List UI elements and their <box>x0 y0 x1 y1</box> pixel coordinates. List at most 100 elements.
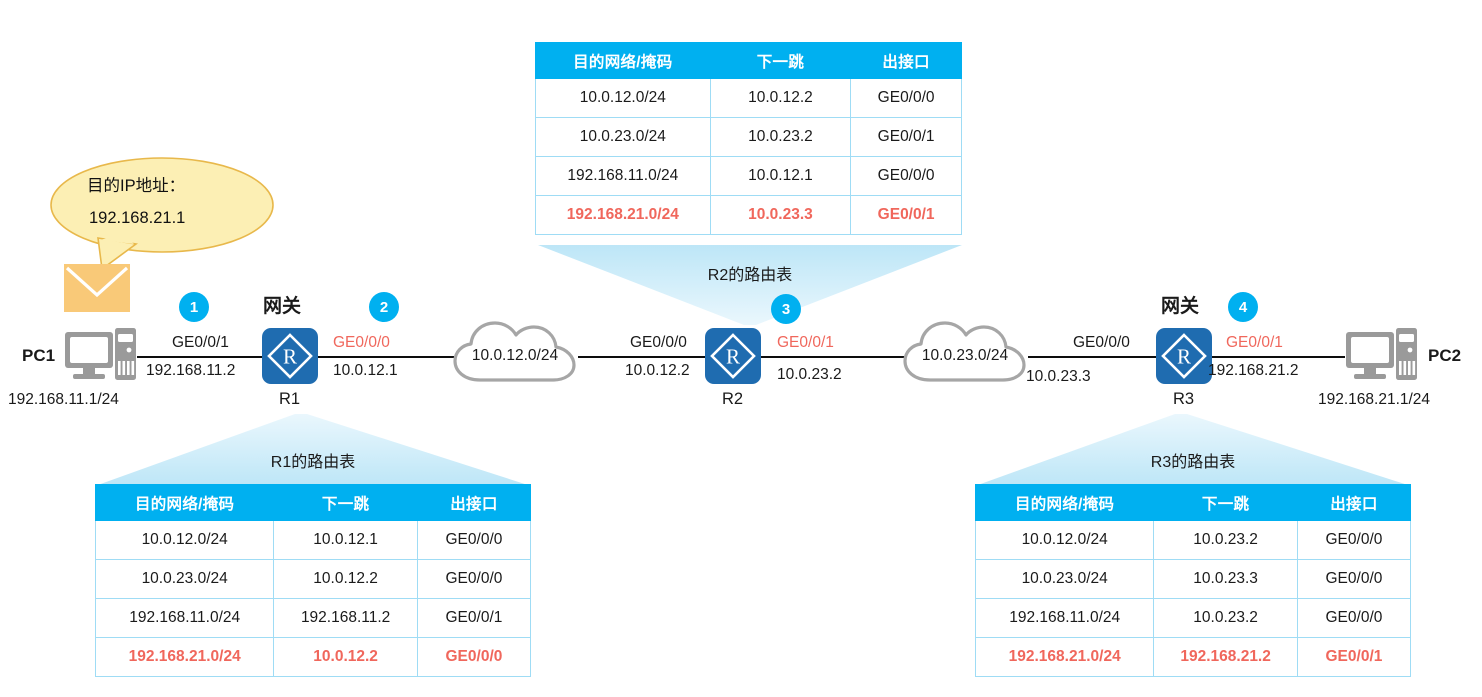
cell-interface: GE0/0/1 <box>1296 637 1412 677</box>
r3-left-ip: 10.0.23.3 <box>1026 368 1091 385</box>
callout-line1: 目的IP地址： <box>87 177 186 195</box>
table-title-r2: R2的路由表 <box>707 267 793 284</box>
cell-network: 192.168.21.0/24 <box>94 637 275 677</box>
r2-left-interface: GE0/0/0 <box>630 334 687 351</box>
table-row-highlighted: 192.168.21.0/24 192.168.21.2 GE0/0/1 <box>974 637 1412 677</box>
pc1-address: 192.168.11.1/24 <box>8 391 119 408</box>
pc2-name: PC2 <box>1428 346 1462 365</box>
cell-network: 10.0.12.0/24 <box>974 520 1155 560</box>
table-title-r1: R1的路由表 <box>270 454 356 471</box>
r2-right-interface: GE0/0/1 <box>777 334 834 351</box>
cell-network: 10.0.23.0/24 <box>974 559 1155 599</box>
link-cloud2-r3 <box>1028 356 1156 358</box>
cell-interface: GE0/0/1 <box>850 195 962 235</box>
cell-nexthop: 192.168.11.2 <box>273 598 418 638</box>
packet-envelope-icon <box>64 264 130 312</box>
cloud-icon-1 <box>450 318 580 390</box>
pc2-address: 192.168.21.1/24 <box>1318 391 1431 408</box>
table-row: 192.168.11.0/24 10.0.12.1 GE0/0/0 <box>535 156 962 196</box>
r2-router-icon: R <box>705 328 761 384</box>
table-row-highlighted: 192.168.21.0/24 10.0.23.3 GE0/0/1 <box>535 195 962 235</box>
link-r2-cloud2 <box>760 356 905 358</box>
table-row: 10.0.12.0/24 10.0.12.2 GE0/0/0 <box>535 78 962 118</box>
col-header-interface: 出接口 <box>850 42 962 79</box>
r2-right-ip: 10.0.23.2 <box>777 366 842 383</box>
cell-interface: GE0/0/0 <box>1296 559 1412 599</box>
r1-gateway-label: 网关 <box>263 296 302 317</box>
table-row: 192.168.11.0/24 192.168.11.2 GE0/0/1 <box>94 598 532 638</box>
r3-gateway-label: 网关 <box>1161 296 1200 317</box>
svg-text:R: R <box>726 345 740 369</box>
link-r3-pc2 <box>1211 356 1345 358</box>
link-cloud1-r2 <box>578 356 705 358</box>
routing-table-r2: 目的网络/掩码 下一跳 出接口 10.0.12.0/24 10.0.12.2 G… <box>535 42 962 235</box>
pc1-name: PC1 <box>22 346 56 365</box>
cloud-label-1: 10.0.12.0/24 <box>471 347 559 364</box>
cell-interface: GE0/0/0 <box>850 156 962 196</box>
cell-network: 192.168.11.0/24 <box>94 598 275 638</box>
cell-interface: GE0/0/0 <box>850 78 962 118</box>
table-header-row: 目的网络/掩码 下一跳 出接口 <box>974 484 1412 521</box>
svg-text:R: R <box>283 345 297 369</box>
table-header-row: 目的网络/掩码 下一跳 出接口 <box>94 484 532 521</box>
r3-right-ip: 192.168.21.2 <box>1208 362 1299 379</box>
cell-interface: GE0/0/1 <box>416 598 532 638</box>
r1-router-icon: R <box>262 328 318 384</box>
r1-right-interface: GE0/0/0 <box>333 334 390 351</box>
cell-network: 192.168.11.0/24 <box>535 156 711 196</box>
cell-interface: GE0/0/0 <box>416 637 532 677</box>
r3-right-interface: GE0/0/1 <box>1226 334 1283 351</box>
cell-nexthop: 10.0.23.2 <box>1153 520 1298 560</box>
link-r1-cloud1 <box>318 356 454 358</box>
pc1-icon <box>64 328 138 386</box>
r3-left-interface: GE0/0/0 <box>1073 334 1130 351</box>
step-badge-1: 1 <box>179 292 209 322</box>
routing-table-r3: 目的网络/掩码 下一跳 出接口 10.0.12.0/24 10.0.23.2 G… <box>974 484 1412 677</box>
cloud-label-2: 10.0.23.0/24 <box>921 347 1009 364</box>
cell-nexthop: 10.0.12.2 <box>273 637 418 677</box>
table-header-row: 目的网络/掩码 下一跳 出接口 <box>535 42 962 79</box>
cloud-icon-2 <box>900 318 1030 390</box>
r1-right-ip: 10.0.12.1 <box>333 362 398 379</box>
cell-nexthop: 10.0.12.1 <box>709 156 852 196</box>
r1-name: R1 <box>279 390 301 408</box>
table-row: 192.168.11.0/24 10.0.23.2 GE0/0/0 <box>974 598 1412 638</box>
routing-table-r1: 目的网络/掩码 下一跳 出接口 10.0.12.0/24 10.0.12.1 G… <box>94 484 532 677</box>
cell-nexthop: 10.0.23.2 <box>709 117 852 157</box>
step-badge-3: 3 <box>771 294 801 324</box>
col-header-network: 目的网络/掩码 <box>94 484 275 521</box>
cell-network: 192.168.21.0/24 <box>535 195 711 235</box>
r2-name: R2 <box>722 390 744 408</box>
table-title-r3: R3的路由表 <box>1150 454 1236 471</box>
cell-interface: GE0/0/1 <box>850 117 962 157</box>
cell-interface: GE0/0/0 <box>1296 598 1412 638</box>
col-header-nexthop: 下一跳 <box>273 484 418 521</box>
link-pc1-r1 <box>137 356 263 358</box>
cell-interface: GE0/0/0 <box>1296 520 1412 560</box>
table-row-highlighted: 192.168.21.0/24 10.0.12.2 GE0/0/0 <box>94 637 532 677</box>
cell-nexthop: 10.0.23.2 <box>1153 598 1298 638</box>
step-badge-4: 4 <box>1228 292 1258 322</box>
cell-nexthop: 10.0.23.3 <box>1153 559 1298 599</box>
table-row: 10.0.23.0/24 10.0.23.3 GE0/0/0 <box>974 559 1412 599</box>
cell-nexthop: 10.0.23.3 <box>709 195 852 235</box>
cell-network: 192.168.21.0/24 <box>974 637 1155 677</box>
svg-text:R: R <box>1177 345 1191 369</box>
funnel-r2 <box>538 245 962 325</box>
cell-network: 10.0.12.0/24 <box>94 520 275 560</box>
col-header-interface: 出接口 <box>1296 484 1412 521</box>
cell-network: 10.0.12.0/24 <box>535 78 711 118</box>
r3-name: R3 <box>1173 390 1195 408</box>
r2-left-ip: 10.0.12.2 <box>625 362 690 379</box>
cell-nexthop: 192.168.21.2 <box>1153 637 1298 677</box>
col-header-nexthop: 下一跳 <box>1153 484 1298 521</box>
table-row: 10.0.23.0/24 10.0.23.2 GE0/0/1 <box>535 117 962 157</box>
col-header-network: 目的网络/掩码 <box>535 42 711 79</box>
cell-nexthop: 10.0.12.2 <box>273 559 418 599</box>
cell-network: 10.0.23.0/24 <box>94 559 275 599</box>
col-header-interface: 出接口 <box>416 484 532 521</box>
r3-router-icon: R <box>1156 328 1212 384</box>
step-badge-2: 2 <box>369 292 399 322</box>
cell-network: 192.168.11.0/24 <box>974 598 1155 638</box>
